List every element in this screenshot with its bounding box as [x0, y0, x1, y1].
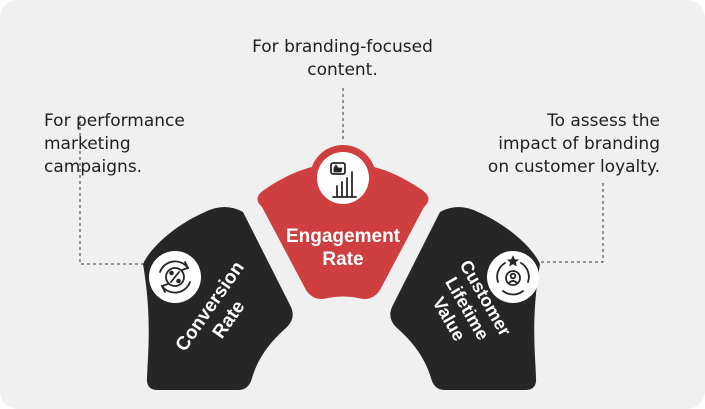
segment-title-center-line1: Engagement: [286, 226, 401, 247]
connector-right: [540, 183, 604, 263]
note-right: To assess the impact of branding on cust…: [455, 110, 660, 179]
icon-circle-center: [317, 152, 369, 204]
note-left-line3: campaigns.: [44, 157, 143, 177]
note-left-line2: marketing: [44, 134, 131, 154]
note-top-line2: content.: [307, 60, 378, 80]
loyal-customer-icon: [496, 255, 530, 296]
note-top-line1: For branding-focused: [252, 37, 433, 57]
note-right-line2: impact of branding: [498, 134, 660, 154]
note-right-line1: To assess the: [547, 111, 660, 131]
note-top: For branding-focused content.: [215, 36, 470, 82]
icon-circle-right: [487, 251, 539, 303]
note-right-line3: on customer loyalty.: [487, 157, 660, 177]
note-left: For performance marketing campaigns.: [44, 110, 224, 179]
segment-title-center-line2: Rate: [322, 249, 363, 270]
like-bar-chart-icon: [330, 162, 357, 198]
connector-left: [79, 115, 143, 265]
note-left-line1: For performance: [44, 111, 185, 131]
segment-shape-center: [257, 163, 429, 299]
segment-conversion-rate: Conversion Rate: [143, 207, 293, 390]
segment-shape-right: [390, 207, 540, 390]
segment-customer-lifetime-value: Customer Lifetime Value: [390, 207, 540, 390]
percent-cycle-icon: [159, 260, 191, 294]
segment-engagement-rate: Engagement Rate: [257, 145, 429, 299]
